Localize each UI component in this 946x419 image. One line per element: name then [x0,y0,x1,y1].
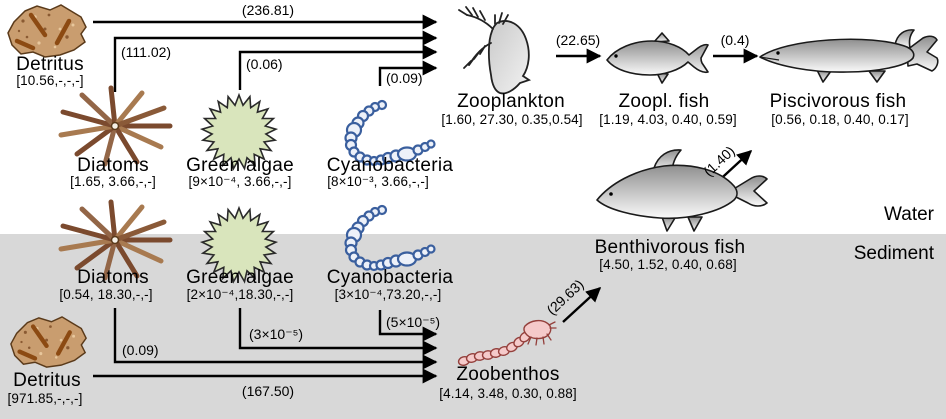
detritus-water-label: Detritus [16,54,84,75]
diatoms-sediment-values: [0.54, 18.30,-,-] [59,287,153,302]
detritus-water-values: [10.56,-,-,-] [16,73,84,88]
zoopl-fish-label: Zoopl. fish [618,91,710,112]
cyanobacteria-sediment-label: Cyanobacteria [326,267,454,288]
cyanobacteria-sediment-values: [3×10⁻⁴,73.20,-,-] [334,287,442,302]
green-algae-sediment-values: [2×10⁻⁴,18.30,-,-] [186,287,294,302]
flux-cyanobacteria-sediment-zoobenthos-label: (5×10⁻⁵) [386,314,441,330]
flux-green-algae-sediment-zoobenthos-label: (3×10⁻⁵) [249,326,304,342]
green-algae-water-values: [9×10⁻⁴, 3.66,-,-] [188,174,292,189]
flux-diatoms-sediment-zoobenthos-label: (0.09) [122,342,159,358]
flux-detritus-sediment-zoobenthos-label: (167.50) [241,383,295,399]
flux-cyanobacteria-sediment-to-zoobenthos-arrow [378,310,438,342]
piscivorous-fish-values: [0.56, 0.18, 0.40, 0.17] [771,112,909,127]
cyanobacteria-sediment-icon [344,204,436,272]
flux-green-algae-sediment-to-zoobenthos-arrow [238,308,438,356]
flux-cyanobacteria-water-zooplankton-label: (0.09) [386,70,423,86]
cyanobacteria-water-label: Cyanobacteria [326,155,454,176]
diatoms-water-label: Diatoms [77,155,149,176]
flux-cyanobacteria-water-to-zooplankton-arrow [378,60,438,86]
zooplankton-values: [1.60, 27.30, 0.35,0.54] [441,112,583,127]
flux-diatoms-water-to-zooplankton-arrow [113,30,438,92]
detritus-sediment-icon [8,314,90,370]
flux-diatoms-water-zooplankton-label: (111.02) [121,44,172,60]
benthivorous-fish-icon [596,149,768,232]
zoobenthos-icon [457,319,557,366]
flux-zooplankton-zoopl-fish-label: (22.65) [555,32,601,48]
zoopl-fish-values: [1.19, 4.03, 0.40, 0.59] [599,112,737,127]
flux-zoopl-fish-piscivorous-fish-label: (0.4) [720,32,750,48]
flux-green-algae-water-to-zooplankton-arrow [238,44,438,90]
green-algae-sediment-label: Green algae [186,267,294,288]
detritus-sediment-label: Detritus [13,370,81,391]
detritus-sediment-values: [971.85,-,-,-] [7,391,83,406]
diatoms-water-values: [1.65, 3.66,-,-] [70,174,156,189]
zoobenthos-label: Zoobenthos [456,364,560,385]
zooplankton-label: Zooplankton [457,91,565,112]
green-algae-water-label: Green algae [186,155,294,176]
flux-green-algae-water-zooplankton-label: (0.06) [246,56,283,72]
benthivorous-fish-label: Benthivorous fish [594,237,746,258]
zoopl-fish-icon [606,32,709,84]
piscivorous-fish-label: Piscivorous fish [769,91,907,112]
piscivorous-fish-icon [759,29,939,83]
zooplankton-icon [458,6,532,95]
water-region-label: Water [884,204,934,225]
flux-diatoms-sediment-to-zoobenthos-arrow [113,308,438,370]
flux-zoobenthos-to-benthivorous-fish-arrow [562,286,602,323]
cyanobacteria-water-values: [8×10⁻³, 3.66,-,-] [327,174,429,189]
diatoms-sediment-label: Diatoms [77,267,149,288]
sediment-region [0,234,946,419]
benthivorous-fish-values: [4.50, 1.52, 0.40, 0.68] [599,257,737,272]
zoobenthos-values: [4.14, 3.48, 0.30, 0.88] [439,386,577,401]
detritus-water-icon [5,3,90,59]
sediment-region-label: Sediment [853,243,934,264]
flux-detritus-water-zooplankton-label: (236.81) [241,2,295,18]
